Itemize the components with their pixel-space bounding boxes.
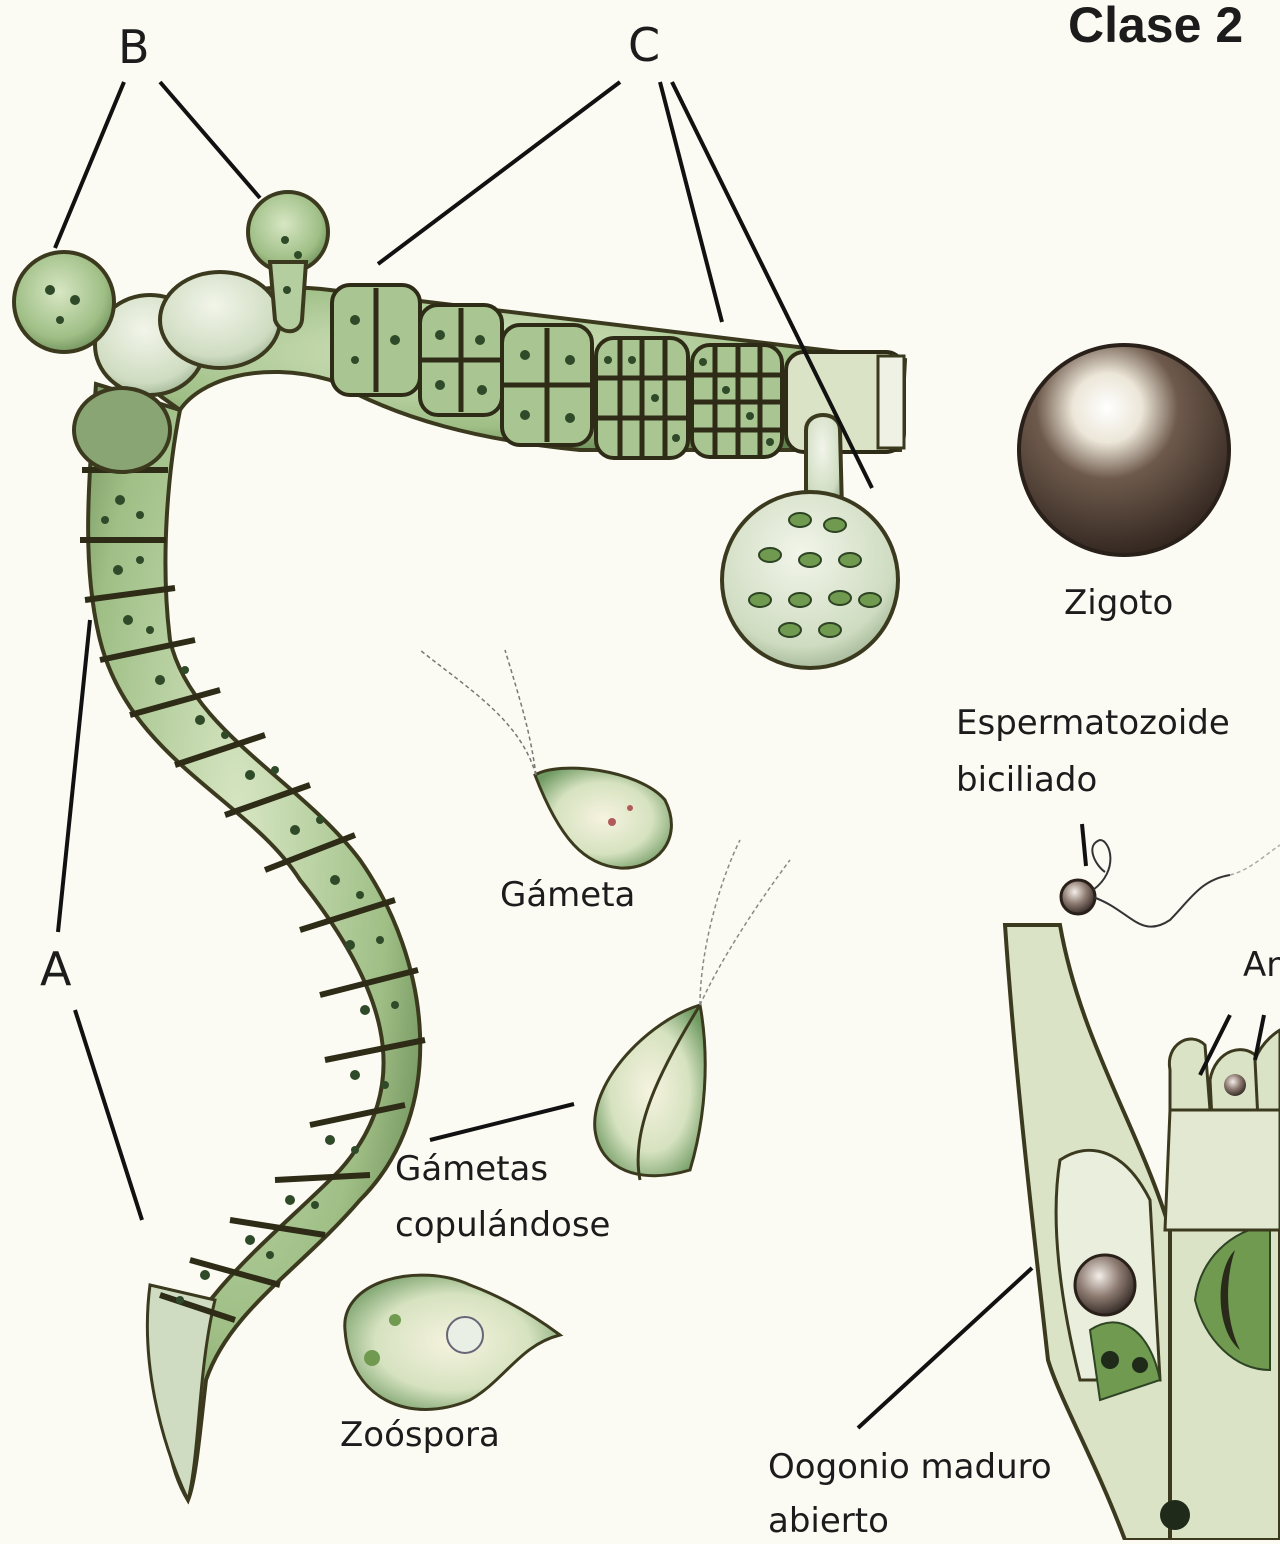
leader-c-left bbox=[378, 82, 620, 264]
gameta-cell bbox=[420, 650, 671, 868]
sperm-cell bbox=[1061, 840, 1280, 927]
label-gametas: Gámetas bbox=[395, 1152, 548, 1186]
leader-sperm bbox=[1082, 824, 1086, 866]
label-gameta: Gámeta bbox=[500, 878, 635, 912]
antheridia bbox=[1165, 1030, 1280, 1230]
label-letter-b: B bbox=[118, 24, 150, 70]
leader-b-left bbox=[55, 82, 124, 248]
label-anteridio-partial: An bbox=[1243, 948, 1280, 982]
zoospora-cell bbox=[345, 1275, 560, 1409]
label-zoospora: Zoóspora bbox=[340, 1418, 500, 1452]
label-oogonio-maduro: Oogonio maduro bbox=[768, 1450, 1052, 1484]
label-biciliado: biciliado bbox=[956, 763, 1097, 797]
label-letter-a: A bbox=[40, 946, 71, 992]
label-abierto: abierto bbox=[768, 1504, 889, 1538]
label-espermatozoide: Espermatozoide bbox=[956, 706, 1230, 740]
page-title: Clase 2 bbox=[1068, 0, 1243, 50]
label-copulandose: copulándose bbox=[395, 1208, 610, 1242]
leader-a-upper bbox=[58, 620, 90, 932]
label-zigoto: Zigoto bbox=[1064, 586, 1173, 620]
label-letter-c: C bbox=[628, 22, 660, 68]
leader-gametas bbox=[430, 1104, 574, 1140]
leader-a-lower bbox=[75, 1010, 142, 1220]
leader-b-right bbox=[160, 82, 260, 198]
leader-oogonio bbox=[858, 1268, 1032, 1428]
gametangium-left bbox=[14, 252, 114, 352]
zygote-cell bbox=[1019, 345, 1229, 555]
empty-cell-end bbox=[878, 356, 904, 448]
